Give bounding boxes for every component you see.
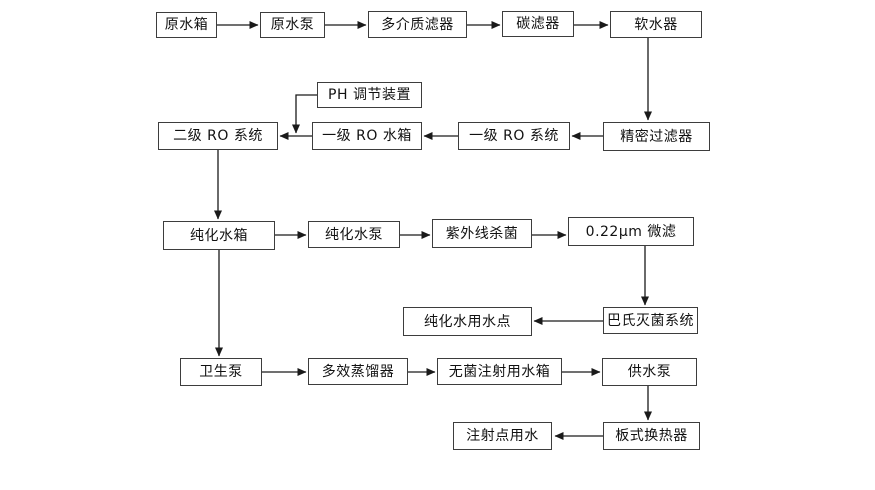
- node-second-stage-ro-system: 二级 RO 系统: [158, 122, 278, 150]
- node-purified-water-use-point: 纯化水用水点: [403, 307, 532, 336]
- node-label: 0.22μm 微滤: [585, 223, 677, 240]
- node-label: 无菌注射用水箱: [448, 363, 551, 380]
- node-multimedia-filter: 多介质滤器: [368, 11, 467, 38]
- node-sterile-injection-water-tank: 无菌注射用水箱: [437, 358, 562, 385]
- node-precision-filter: 精密过滤器: [603, 122, 710, 151]
- node-carbon-filter: 碳滤器: [502, 11, 574, 37]
- node-label: 紫外线杀菌: [445, 225, 519, 242]
- node-label: 原水泵: [270, 17, 315, 33]
- node-ph-adjustment-device: PH 调节装置: [317, 82, 422, 108]
- node-label: 精密过滤器: [620, 128, 693, 145]
- node-first-stage-ro-tank: 一级 RO 水箱: [312, 122, 422, 150]
- node-water-supply-pump: 供水泵: [602, 358, 697, 386]
- node-raw-water-pump: 原水泵: [260, 12, 325, 38]
- node-label: 注射点用水: [466, 428, 539, 444]
- node-label: 供水泵: [627, 364, 672, 380]
- node-label: 纯化水用水点: [424, 313, 511, 330]
- node-purified-water-tank: 纯化水箱: [163, 221, 275, 250]
- node-label: 一级 RO 水箱: [322, 128, 412, 144]
- node-label: 原水箱: [164, 17, 209, 33]
- node-label: 卫生泵: [199, 364, 243, 380]
- node-first-stage-ro-system: 一级 RO 系统: [458, 122, 570, 150]
- node-label: 巴氏灭菌系统: [607, 312, 694, 329]
- node-plate-heat-exchanger: 板式换热器: [603, 422, 700, 450]
- node-purified-water-pump: 纯化水泵: [308, 221, 400, 248]
- node-label: 一级 RO 系统: [469, 128, 559, 144]
- node-injection-point-water: 注射点用水: [453, 422, 552, 450]
- node-pasteurization-system: 巴氏灭菌系统: [603, 307, 698, 334]
- node-label: 二级 RO 系统: [173, 128, 263, 144]
- node-label: 软水器: [634, 16, 678, 33]
- node-label: 多介质滤器: [381, 16, 454, 33]
- node-micron-filter: 0.22μm 微滤: [568, 217, 694, 246]
- node-label: 板式换热器: [615, 428, 688, 444]
- node-uv-sterilizer: 紫外线杀菌: [432, 219, 532, 248]
- node-water-softener: 软水器: [610, 11, 702, 38]
- node-sanitary-pump: 卫生泵: [180, 358, 262, 386]
- node-label: 纯化水泵: [325, 226, 383, 243]
- node-label: 纯化水箱: [190, 227, 248, 244]
- node-label: 多效蒸馏器: [321, 363, 395, 380]
- node-multi-effect-distiller: 多效蒸馏器: [308, 358, 408, 385]
- node-label: PH 调节装置: [328, 87, 411, 103]
- node-raw-water-tank: 原水箱: [156, 12, 217, 38]
- node-label: 碳滤器: [516, 16, 560, 32]
